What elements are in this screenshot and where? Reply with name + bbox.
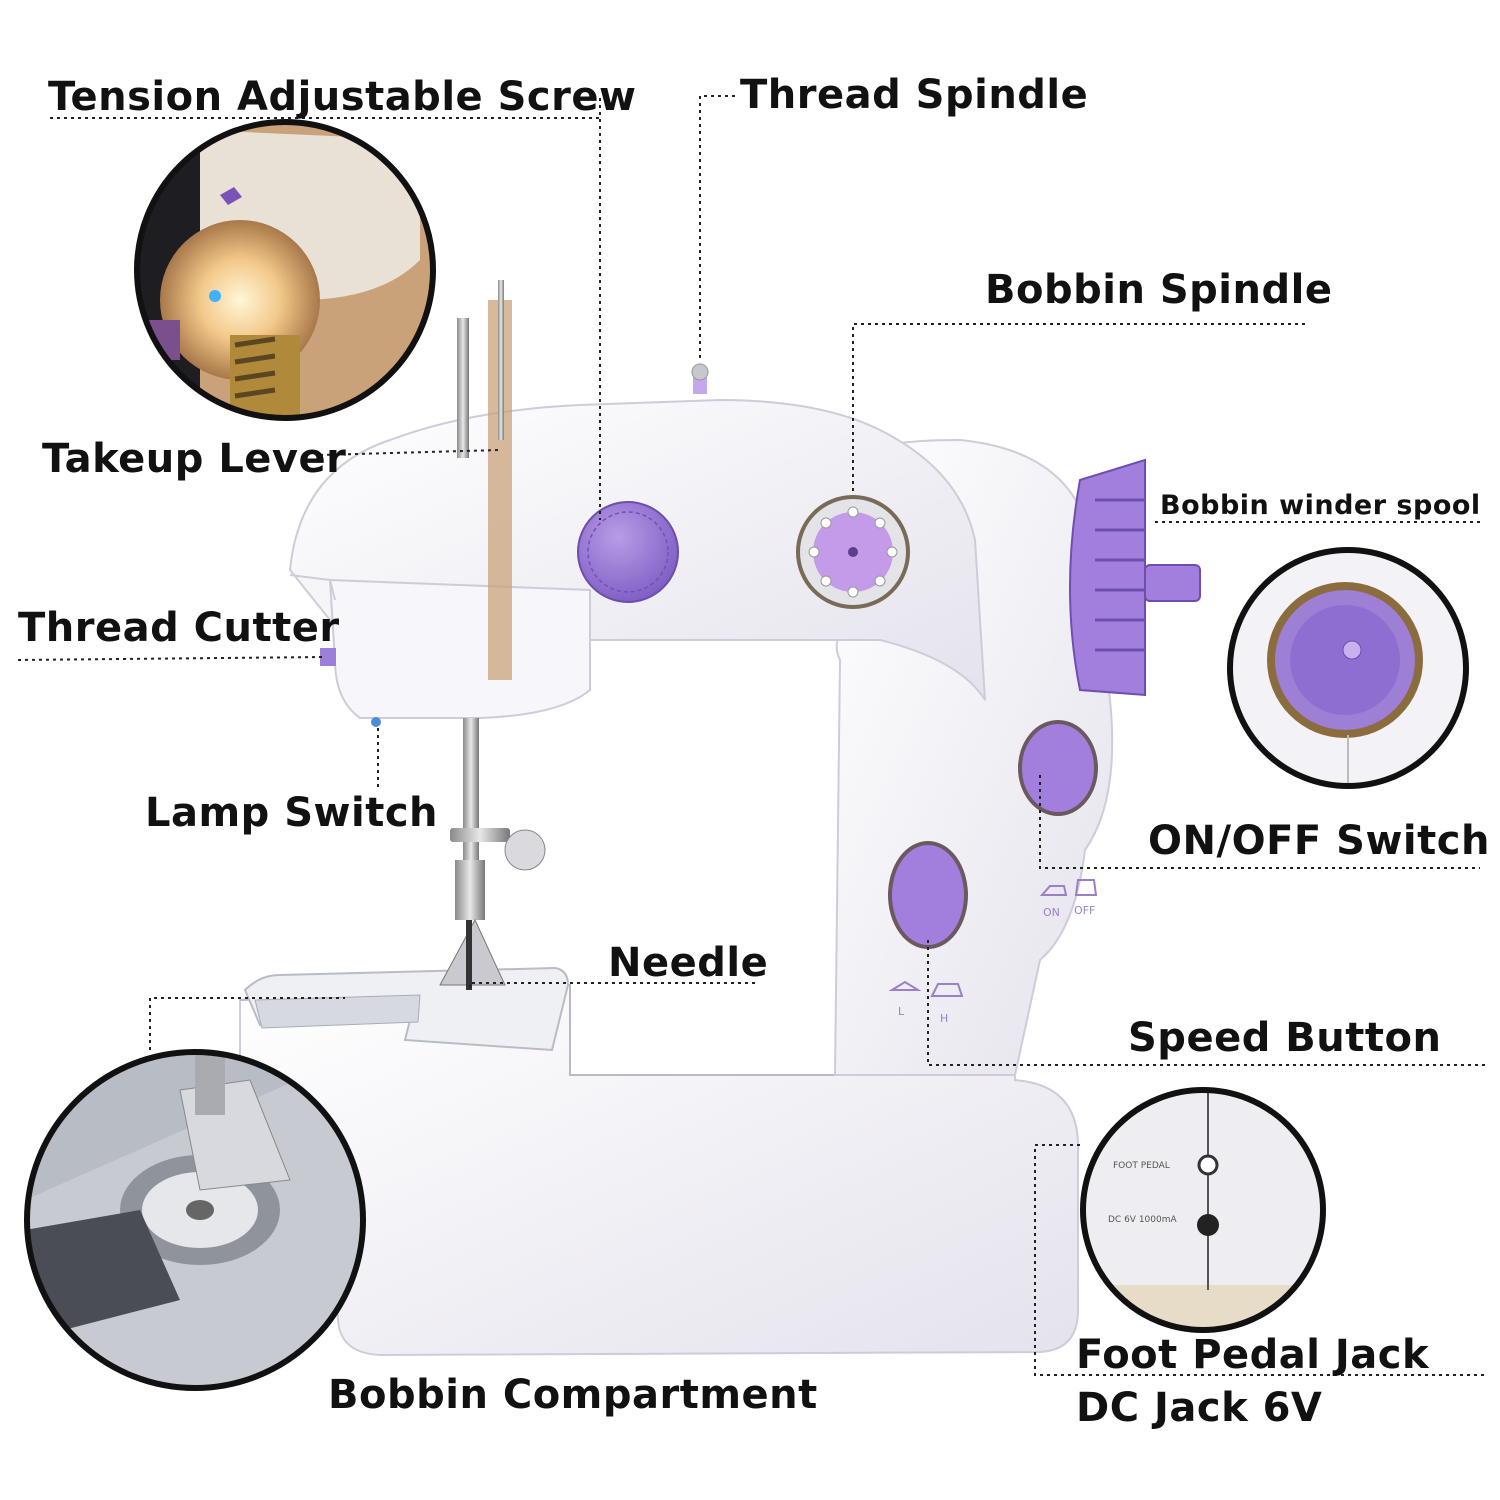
leader-needle xyxy=(469,982,755,988)
label-foot-pedal-jack: Foot Pedal Jack xyxy=(1076,1332,1430,1378)
on-marking: ON xyxy=(1043,906,1060,919)
leader-tension-screw xyxy=(50,96,601,520)
leader-on-off xyxy=(1039,775,1480,869)
label-bobbin-spindle: Bobbin Spindle xyxy=(985,267,1333,313)
inset-lamp-closeup xyxy=(134,119,436,421)
leader-thread-cutter xyxy=(17,656,326,661)
leader-lines xyxy=(17,95,1485,1376)
label-bobbin-winder-spool: Bobbin winder spool xyxy=(1160,490,1481,521)
label-lamp-switch: Lamp Switch xyxy=(145,790,438,836)
power-markings: ON OFF xyxy=(1039,879,1098,919)
leader-foot-pedal xyxy=(1034,1144,1485,1376)
inset-bobbin-compartment-closeup xyxy=(24,1049,366,1391)
leader-takeup-lever xyxy=(319,449,501,456)
foot-pedal-marking: FOOT PEDAL xyxy=(1113,1161,1170,1171)
label-needle: Needle xyxy=(608,940,769,986)
leader-thread-spindle xyxy=(699,95,735,362)
label-thread-cutter: Thread Cutter xyxy=(18,605,340,651)
leader-bobbin-compartment xyxy=(149,997,345,1050)
inset-bobbin-winder-closeup xyxy=(1227,547,1469,789)
inset-jacks-closeup: FOOT PEDAL DC 6V 1000mA xyxy=(1080,1087,1326,1333)
speed-low-marking: L xyxy=(898,1005,905,1018)
label-tension-adjustable-screw: Tension Adjustable Screw xyxy=(48,74,637,120)
speed-markings: L H xyxy=(888,980,964,1025)
label-bobbin-compartment: Bobbin Compartment xyxy=(328,1372,818,1418)
speed-high-marking: H xyxy=(940,1012,948,1025)
label-speed-button: Speed Button xyxy=(1128,1015,1442,1061)
label-takeup-lever: Takeup Lever xyxy=(42,436,347,482)
machine-body xyxy=(239,280,1201,1357)
label-on-off-switch: ON/OFF Switch xyxy=(1148,818,1490,864)
label-thread-spindle: Thread Spindle xyxy=(740,72,1089,118)
dc-rating-marking: DC 6V 1000mA xyxy=(1108,1215,1177,1225)
label-dc-jack: DC Jack 6V xyxy=(1076,1385,1323,1431)
off-marking: OFF xyxy=(1074,904,1095,917)
